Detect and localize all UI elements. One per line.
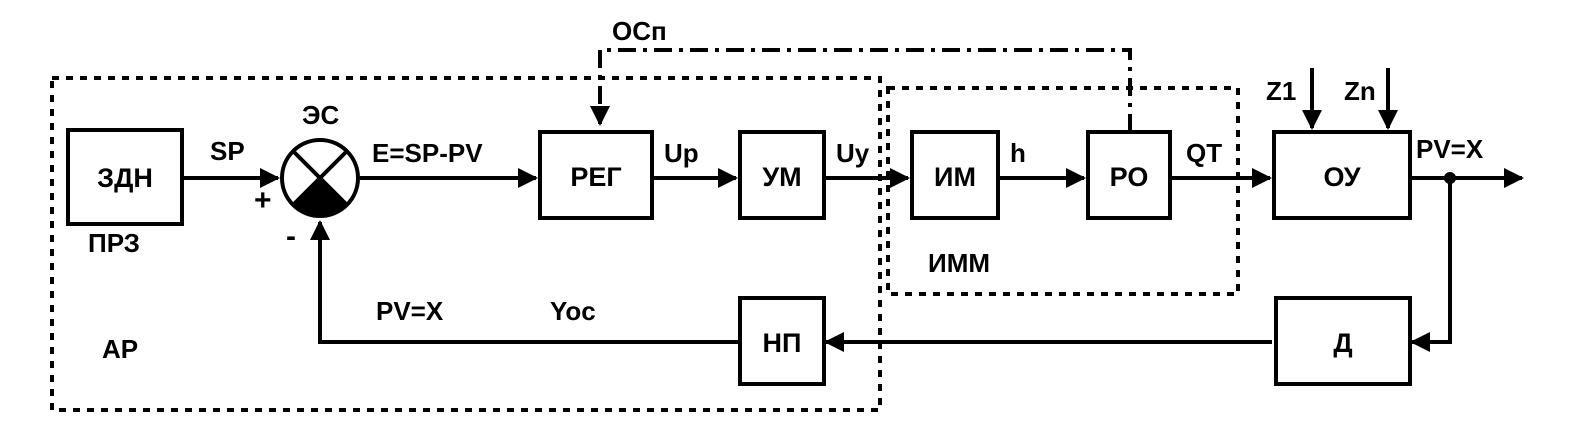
block-im-label: ИМ [934,162,976,192]
label-pv-out: PV=X [1416,134,1484,164]
block-d: Д [1274,296,1412,386]
block-d-label: Д [1333,328,1352,358]
block-ro-label: РО [1110,162,1149,192]
label-prz: ПРЗ [88,228,140,258]
block-np: НП [738,296,826,386]
label-yoc: Yoc [550,296,596,326]
block-ou-label: ОУ [1323,162,1361,192]
block-um-label: УМ [762,162,801,192]
summing-element [280,138,360,218]
block-im: ИМ [910,130,1000,220]
label-ec: ЭС [302,100,339,130]
label-ap: АР [102,334,138,364]
label-h: h [1010,138,1026,168]
wire-np-sum [310,220,740,344]
block-reg: РЕГ [538,130,654,220]
label-minus: - [286,220,296,253]
block-zdn: ЗДН [66,128,184,226]
label-pv-fb: PV=X [376,296,444,326]
label-uy: Uy [836,138,870,168]
block-ro: РО [1086,130,1172,220]
ocn-feedback-line [590,48,1132,132]
wire-out-d [1410,178,1452,352]
label-sp: SP [210,136,245,166]
block-np-label: НП [763,328,802,358]
block-ou: ОУ [1272,130,1412,220]
ap-boundary [50,76,882,412]
label-error: E=SP-PV [372,138,483,168]
imm-boundary [886,86,1240,296]
block-um: УМ [738,130,826,220]
label-ocn: ОСп [612,16,667,46]
label-z1: Z1 [1266,76,1296,106]
label-qt: QT [1186,138,1222,168]
label-imm: ИММ [928,248,990,278]
block-reg-label: РЕГ [570,162,621,192]
block-zdn-label: ЗДН [97,163,153,193]
label-zn: Zn [1344,76,1376,106]
label-plus: + [254,184,272,217]
label-up: Up [664,138,699,168]
